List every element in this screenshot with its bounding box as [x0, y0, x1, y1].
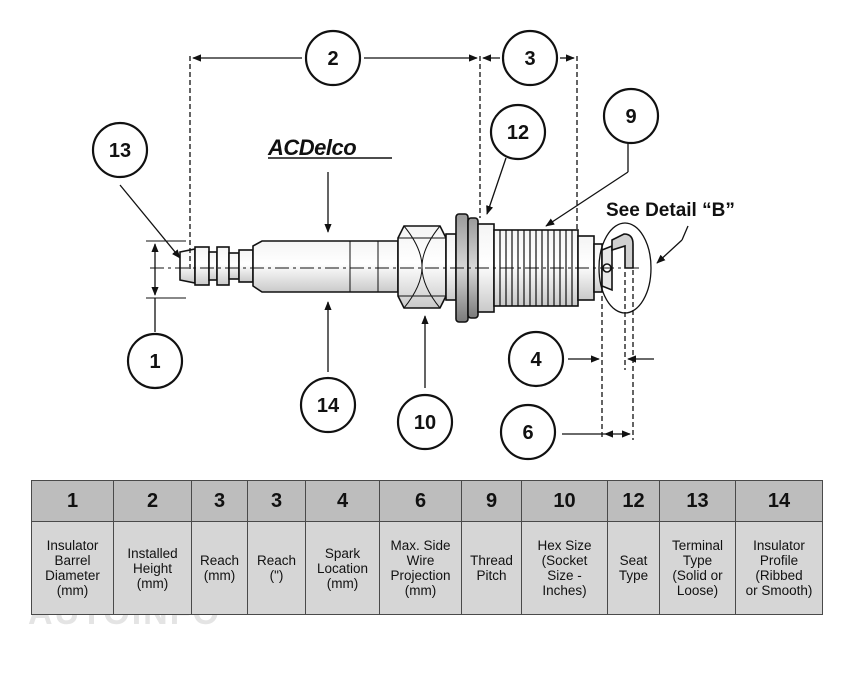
hex-nut — [397, 225, 447, 309]
spec-col-number: 13 — [659, 480, 736, 522]
spec-col-number: 4 — [305, 480, 380, 522]
callout-9-circle — [602, 87, 660, 145]
brand-name: ACDelco — [267, 135, 356, 160]
electrode-tip — [601, 233, 634, 292]
insulator — [252, 240, 399, 293]
spec-col-number: 2 — [113, 480, 192, 522]
see-detail-b-label: See Detail “B” — [606, 200, 735, 221]
spec-col-number: 6 — [379, 480, 462, 522]
callout-10-label: 10 — [414, 412, 436, 434]
callout-13-label: 13 — [109, 140, 131, 162]
spark-plug-diagram: ACDelco See Detail “B” 2 3 13 12 9 1 4 1… — [91, 29, 735, 461]
callout-2-label: 2 — [327, 48, 338, 70]
callout-9-label: 9 — [625, 106, 636, 128]
spec-col-number: 12 — [607, 480, 660, 522]
spec-col-number: 3 — [247, 480, 306, 522]
spec-col-number: 1 — [31, 480, 114, 522]
spec-col-number: 10 — [521, 480, 608, 522]
callout-4-circle — [507, 330, 565, 388]
spec-col-description: Reach(mm) — [191, 521, 248, 615]
callout-2-circle — [304, 29, 362, 87]
spec-col-description: Reach(") — [247, 521, 306, 615]
callout-6-circle — [499, 403, 557, 461]
callout-3-label: 3 — [524, 48, 535, 70]
callout-4-label: 4 — [530, 349, 542, 371]
callout-1-label: 1 — [149, 351, 160, 373]
callout-10-circle — [396, 393, 454, 451]
spark-plug — [179, 213, 634, 323]
callout-1-circle — [126, 332, 184, 390]
callout-12-circle — [489, 103, 547, 161]
spec-col-number: 9 — [461, 480, 522, 522]
callout-14-label: 14 — [317, 395, 340, 417]
callout-3-circle — [501, 29, 559, 87]
spec-col-number: 14 — [735, 480, 823, 522]
callout-12-label: 12 — [507, 122, 529, 144]
callout-14-circle — [299, 376, 357, 434]
dimension-lines — [119, 54, 689, 440]
spec-col-number: 3 — [191, 480, 248, 522]
callout-6-label: 6 — [522, 422, 533, 444]
terminal-nut — [179, 246, 254, 286]
spec-table-header-row: 1 2 3 3 4 6 9 10 12 13 14 — [31, 480, 823, 522]
callout-13-circle — [91, 121, 149, 179]
acdelco-logo: ACDelco — [267, 135, 392, 160]
